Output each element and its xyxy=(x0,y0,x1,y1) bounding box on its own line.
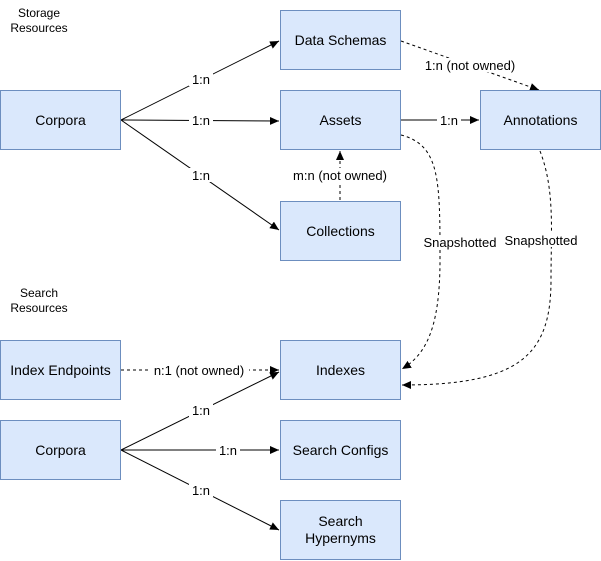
edge-label-index-endpoints-indexes: n:1 (not owned) xyxy=(154,363,244,378)
node-assets[interactable]: Assets xyxy=(280,90,401,150)
node-corpora-search[interactable]: Corpora xyxy=(0,420,121,480)
edge-label-corpora-collections: 1:n xyxy=(192,168,210,183)
node-search-configs[interactable]: Search Configs xyxy=(280,420,401,480)
node-corpora-storage[interactable]: Corpora xyxy=(0,90,121,150)
node-collections[interactable]: Collections xyxy=(280,201,401,261)
edge-annotations-indexes xyxy=(401,150,552,389)
edge-label-annotations-indexes: Snapshotted xyxy=(504,233,577,248)
node-search-hypernyms[interactable]: Search Hypernyms xyxy=(280,500,401,560)
node-data-schemas[interactable]: Data Schemas xyxy=(280,10,401,70)
edge-label-collections-assets: m:n (not owned) xyxy=(293,168,387,183)
edge-label-corpora-indexes: 1:n xyxy=(192,403,210,418)
edge-label-corpora-search-hypernyms: 1:n xyxy=(192,483,210,498)
edge-label-assets-annotations: 1:n xyxy=(440,113,458,128)
edge-assets-indexes xyxy=(400,134,441,370)
node-index-endpoints[interactable]: Index Endpoints xyxy=(0,340,121,400)
edge-label-data-schemas-annotations: 1:n (not owned) xyxy=(425,58,515,73)
edge-label-corpora-data-schemas: 1:n xyxy=(192,72,210,87)
edge-label-corpora-search-configs: 1:n xyxy=(219,443,237,458)
node-indexes[interactable]: Indexes xyxy=(280,340,401,400)
search-resources-label: Search Resources xyxy=(10,286,68,315)
edge-label-corpora-assets: 1:n xyxy=(192,113,210,128)
edge-label-assets-indexes: Snapshotted xyxy=(423,235,496,250)
node-annotations[interactable]: Annotations xyxy=(480,90,601,150)
storage-resources-label: Storage Resources xyxy=(10,6,68,35)
